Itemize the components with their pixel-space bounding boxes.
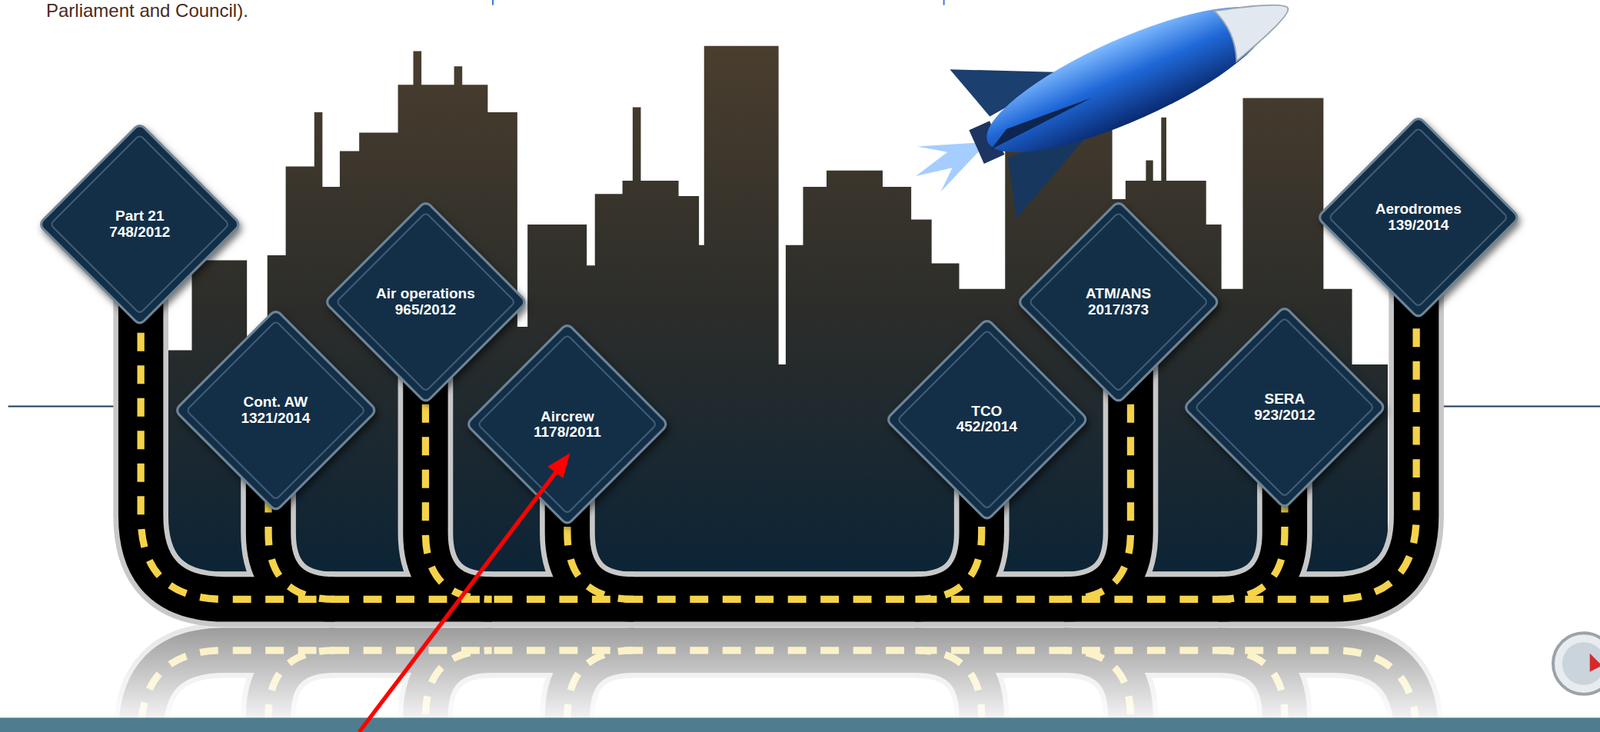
regulation-diamond: TCO452/2014 <box>884 317 1089 522</box>
diamond-text: Part 21748/2012 <box>72 208 207 240</box>
regulation-name: SERA <box>1217 391 1352 408</box>
diamond-text: ATM/ANS2017/373 <box>1051 286 1186 318</box>
regulation-number: 139/2014 <box>1350 217 1486 234</box>
regulation-diamond: SERA923/2012 <box>1182 305 1387 509</box>
regulation-number: 923/2012 <box>1217 407 1352 424</box>
regulation-diamond: Cont. AW1321/2014 <box>173 308 378 513</box>
regulation-number: 452/2014 <box>919 419 1055 436</box>
diamond-text: Air operations965/2012 <box>358 286 493 318</box>
regulation-name: Aerodromes <box>1350 201 1486 218</box>
diamond-text: Cont. AW1321/2014 <box>208 394 343 426</box>
diamond-text: Aerodromes139/2014 <box>1350 201 1486 233</box>
regulation-diamond: Aircrew1178/2011 <box>465 322 669 526</box>
regulation-diamond: Aerodromes139/2014 <box>1316 115 1521 320</box>
diamond-text: Aircrew1178/2011 <box>499 409 635 441</box>
regulation-diamond: ATM/ANS2017/373 <box>1016 199 1221 404</box>
regulation-name: ATM/ANS <box>1051 286 1186 303</box>
regulation-name: Cont. AW <box>208 394 343 411</box>
diamond-text: TCO452/2014 <box>919 403 1055 436</box>
regulation-diamond: Air operations965/2012 <box>323 199 528 404</box>
regulation-number: 1321/2014 <box>208 410 343 427</box>
regulation-name: TCO <box>919 403 1055 420</box>
diamond-text: SERA923/2012 <box>1217 391 1352 423</box>
regulation-name: Aircrew <box>499 409 635 426</box>
regulation-number: 965/2012 <box>358 302 493 319</box>
regulation-number: 748/2012 <box>72 224 207 241</box>
regulation-number: 2017/373 <box>1051 302 1186 319</box>
regulation-diamond: Part 21748/2012 <box>37 122 242 326</box>
regulation-name: Part 21 <box>72 208 207 225</box>
regulation-number: 1178/2011 <box>499 424 635 441</box>
regulation-name: Air operations <box>358 286 493 303</box>
heading-fragment: Parliament and Council). <box>46 0 249 22</box>
